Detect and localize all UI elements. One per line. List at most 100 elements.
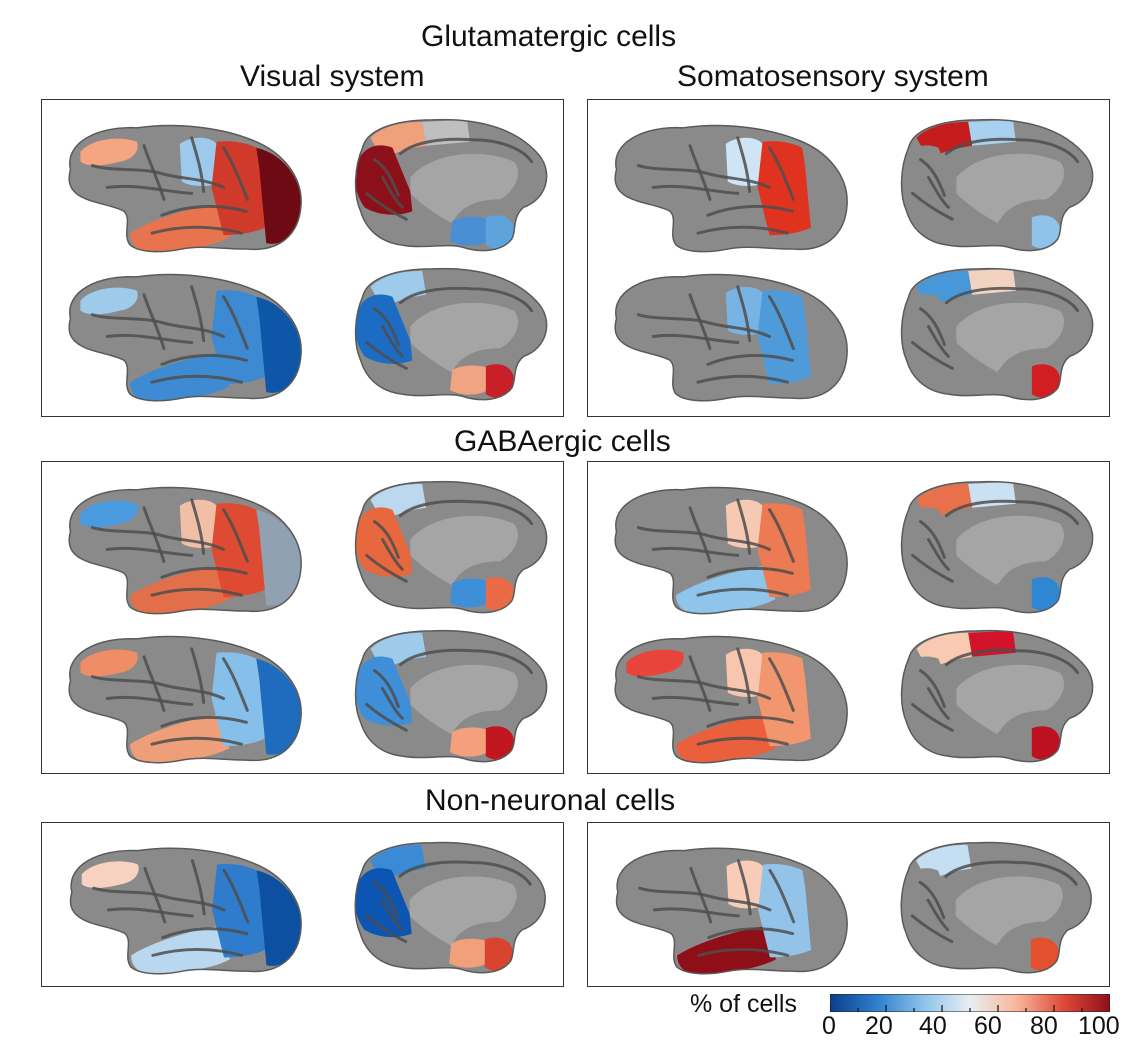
sulcus <box>768 868 796 924</box>
region-front <box>626 500 684 528</box>
brain-outline <box>900 480 1094 614</box>
sulcus <box>706 566 794 579</box>
sulcus <box>90 164 225 189</box>
brain-lateral <box>68 486 302 615</box>
region-occ <box>802 658 848 755</box>
sulcus <box>105 695 194 706</box>
sulcus <box>911 340 954 370</box>
region-inf <box>996 727 1036 757</box>
colorbar-tick-80: 80 <box>1030 1012 1058 1040</box>
medial-wall <box>409 876 517 946</box>
panel-glut-somato <box>587 99 1110 417</box>
region-inf <box>996 365 1036 395</box>
sulcus <box>919 520 946 559</box>
sulcus <box>651 695 740 706</box>
medial-wall <box>410 515 519 586</box>
sulcus <box>927 325 950 358</box>
region-front <box>626 138 684 166</box>
sulcus <box>696 225 789 235</box>
sulcus <box>373 158 400 197</box>
brain-outline <box>614 635 848 764</box>
sulcus <box>944 137 1080 164</box>
sulcus <box>161 927 249 940</box>
sulcus <box>190 498 206 555</box>
brain-lateral <box>68 273 302 402</box>
region-temp <box>485 577 514 611</box>
sulcus <box>398 499 534 526</box>
sulcus <box>190 285 206 342</box>
region-temp <box>1031 726 1060 760</box>
colorbar-gradient <box>830 994 1110 1012</box>
brain-medial <box>900 118 1094 252</box>
sulcus <box>768 295 795 350</box>
sulcus <box>373 520 400 559</box>
sulcus <box>160 566 248 579</box>
sulcus <box>90 526 225 551</box>
sulcus <box>222 295 249 350</box>
sulcus <box>106 907 194 918</box>
sulcus <box>150 374 243 384</box>
sulcus <box>706 353 794 366</box>
sulcus <box>919 158 946 197</box>
sulcus <box>222 146 249 201</box>
medial-wall <box>955 876 1063 946</box>
region-par <box>757 652 816 747</box>
region-front <box>81 861 139 888</box>
sulcus <box>90 313 225 338</box>
region-temp <box>485 364 514 398</box>
region-par <box>212 863 270 958</box>
brain-outline <box>900 629 1094 763</box>
sulcus <box>651 333 740 344</box>
brain-outline <box>900 118 1094 252</box>
sulcus <box>636 313 771 338</box>
sulcus <box>365 340 408 370</box>
sulcus <box>380 687 404 720</box>
colorbar-tick-20: 20 <box>865 1012 893 1040</box>
region-front <box>627 861 685 888</box>
sulcus <box>926 898 950 932</box>
title-somatosensory-system: Somatosensory system <box>677 60 989 93</box>
region-mid <box>725 137 768 186</box>
region-occ <box>256 147 302 244</box>
title-non-neuronal: Non-neuronal cells <box>425 784 676 817</box>
sulcus <box>707 927 795 940</box>
sulcus <box>380 898 404 932</box>
sulcus <box>90 675 225 700</box>
brain-lateral <box>614 124 848 253</box>
region-par <box>211 652 270 747</box>
region-temp <box>484 937 513 971</box>
sulcus <box>918 880 946 920</box>
region-inf <box>450 216 490 246</box>
brain-outline <box>354 118 548 252</box>
sulcus <box>372 880 400 920</box>
sulcus <box>696 736 789 746</box>
sulcus <box>398 286 534 313</box>
brain-medial <box>354 118 548 252</box>
sulcus <box>150 225 243 235</box>
region-inf <box>996 578 1036 608</box>
region-inf <box>450 578 490 608</box>
region-mid <box>179 137 222 186</box>
sulcus <box>190 859 206 916</box>
panel-gaba-somato <box>587 461 1110 774</box>
brains-nonneuronal-visual <box>69 841 546 975</box>
region-temp <box>1031 215 1060 249</box>
sulcus <box>688 506 712 563</box>
region-temp <box>485 215 514 249</box>
sulcus <box>636 675 771 700</box>
region-mid <box>725 286 768 336</box>
brain-outline <box>614 124 848 253</box>
sulcus <box>365 191 408 221</box>
sulcus <box>381 176 404 209</box>
brain-outline <box>900 841 1092 974</box>
colorbar-label: % of cells <box>690 990 797 1018</box>
brains-gaba-somato <box>614 480 1094 764</box>
region-inf <box>450 365 490 395</box>
sulcus <box>688 144 712 201</box>
region-mid <box>180 860 222 909</box>
region-par <box>757 503 816 598</box>
sulcus <box>373 307 400 346</box>
region-mid <box>179 648 222 697</box>
brain-outline <box>615 847 848 975</box>
brain-lateral <box>614 635 848 764</box>
